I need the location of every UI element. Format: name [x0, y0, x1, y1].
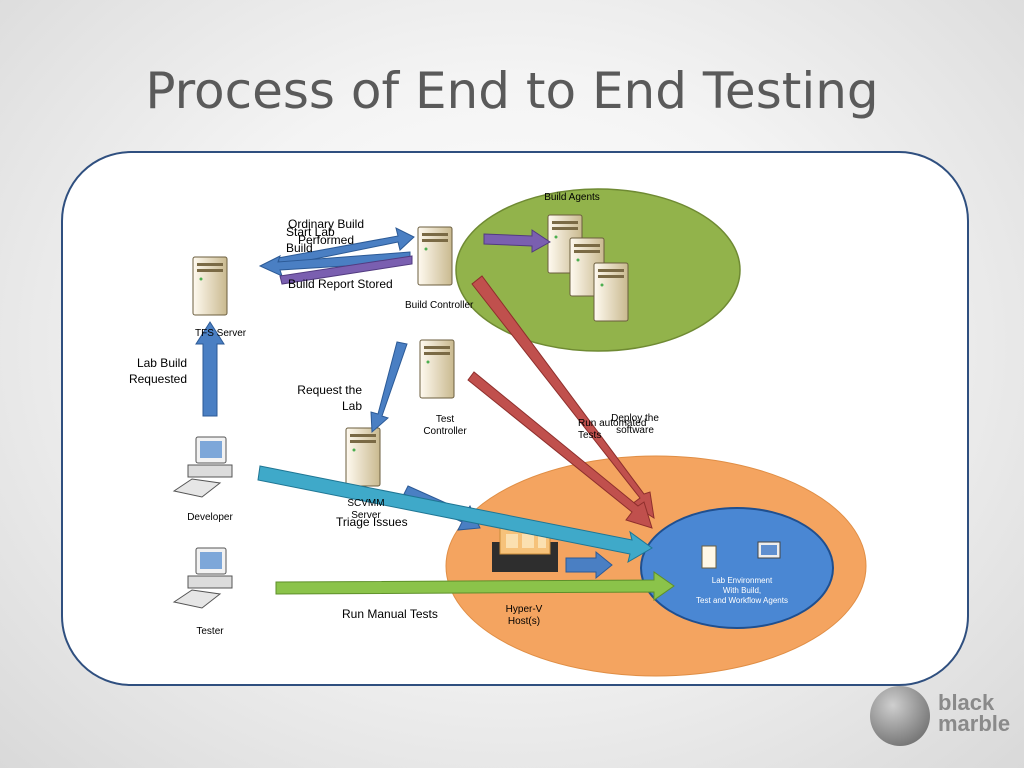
- slide-title: Process of End to End Testing: [145, 62, 879, 120]
- start-lab-build-label: Start Lab Build: [286, 225, 335, 255]
- build-controller-server-icon: [417, 226, 453, 286]
- build-agent-server-icon: [593, 262, 629, 322]
- lab-environment-label: Lab Environment With Build, Test and Wor…: [696, 576, 788, 605]
- build-controller-label: Build Controller: [405, 300, 474, 311]
- arrow-triage-issues: [257, 465, 653, 564]
- arrow-hyperv-to-lab: [565, 550, 613, 580]
- developer-pc-icon: [173, 436, 233, 498]
- lab-server-icon: [701, 545, 717, 569]
- scvmm-server-icon: [345, 427, 381, 487]
- build-agents-label: Build Agents: [544, 192, 600, 203]
- tester-pc-icon: [173, 547, 233, 609]
- hyperv-label: Hyper-V Host(s): [505, 604, 543, 627]
- arrow-run-automated-tests: [467, 371, 653, 529]
- arrow-to-build-agents: [483, 229, 551, 253]
- logo-line-2: marble: [938, 711, 1011, 736]
- arrow-request-lab: [370, 341, 408, 434]
- tfs-server-label: TFS Server: [195, 328, 247, 339]
- logo-line-1: black: [938, 690, 995, 715]
- arrow-deploy-software: [471, 275, 655, 520]
- black-marble-logo: black marble: [870, 686, 1020, 748]
- test-controller-label: Test Controller: [423, 414, 467, 437]
- logo-sphere-icon: [870, 686, 930, 746]
- arrow-lab-build-requested: [195, 321, 225, 417]
- triage-issues-label: Triage Issues: [336, 515, 408, 529]
- developer-label: Developer: [187, 512, 233, 523]
- hyperv-host-icon: [492, 527, 558, 572]
- arrow-run-manual-tests: [275, 571, 675, 601]
- scvmm-label: SCVMM Server: [347, 498, 385, 521]
- run-automated-tests-label: Run automated Tests: [578, 418, 647, 441]
- build-report-label: Build Report Stored: [288, 277, 393, 291]
- run-manual-tests-label: Run Manual Tests: [342, 607, 438, 621]
- lab-build-requested-label: Lab Build Requested: [128, 356, 187, 386]
- arrow-build-report: [279, 255, 413, 285]
- ordinary-build-label: Ordinary Build Performed: [287, 217, 365, 247]
- lab-environment-zone: [640, 507, 834, 629]
- test-controller-server-icon: [419, 339, 455, 399]
- deploy-software-label: Deploy the software: [611, 413, 659, 436]
- tester-label: Tester: [196, 626, 224, 637]
- request-lab-label: Request the Lab: [297, 383, 362, 413]
- tfs-server-icon: [192, 256, 228, 316]
